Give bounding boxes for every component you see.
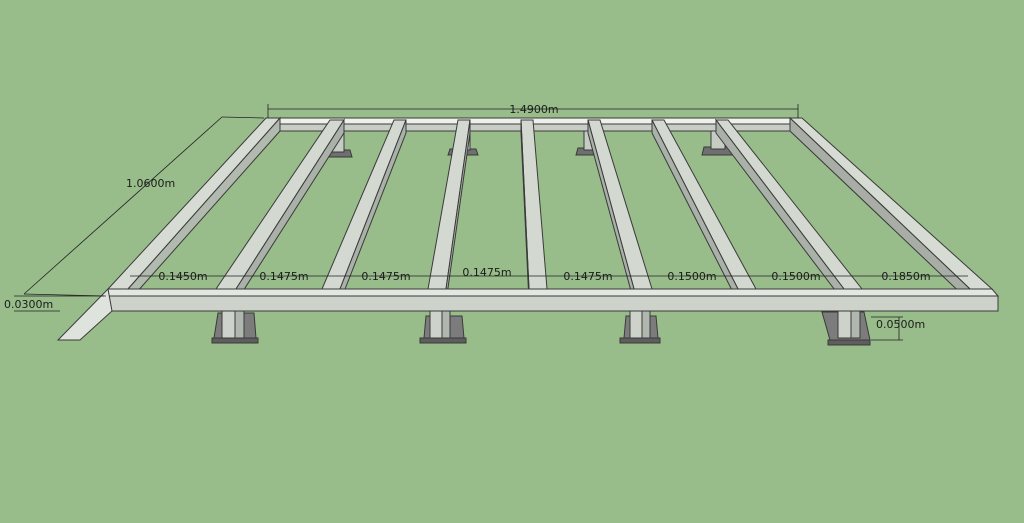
joist-spacing-label-4: 0.1475m [462, 266, 511, 279]
joists [215, 118, 864, 304]
overall-width-label: 1.4900m [509, 103, 558, 116]
left-extension-board [56, 287, 113, 341]
joist-spacing-label-2: 0.1475m [259, 270, 308, 283]
front-post-2 [419, 299, 467, 344]
joist-spacing-label-6: 0.1500m [667, 270, 716, 283]
joist-spacing-label-8: 0.1850m [881, 270, 930, 283]
post-height-label: 0.0500m [876, 318, 925, 331]
joist-4 [520, 119, 548, 303]
dimension-lines [14, 104, 968, 341]
joist-spacing-label-1: 0.1450m [158, 270, 207, 283]
frame-thickness-label: 0.0300m [4, 298, 53, 311]
joist-spacing-label-3: 0.1475m [361, 270, 410, 283]
overall-depth-label: 1.0600m [126, 177, 175, 190]
dimension-labels: 1.4900m 1.0600m 0.0300m 0.0500m 0.1450m … [4, 103, 931, 331]
joist-5 [587, 119, 653, 303]
joist-spacing-label-5: 0.1475m [563, 270, 612, 283]
joist-spacing-label-7: 0.1500m [771, 270, 820, 283]
front-beam [103, 288, 1000, 312]
